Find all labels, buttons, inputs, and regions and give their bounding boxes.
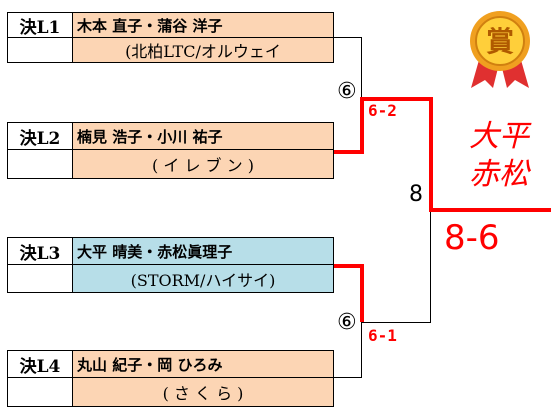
semi-score: 6-1 bbox=[368, 326, 397, 345]
player-names: 大平 晴美・赤松眞理子 bbox=[72, 237, 334, 265]
round-marker: ⑥ bbox=[337, 310, 357, 335]
award-medal-icon: 賞 bbox=[465, 8, 535, 90]
winner-path bbox=[360, 100, 364, 154]
empty-cell bbox=[7, 149, 73, 179]
winner-path bbox=[334, 150, 364, 154]
player-names: 木本 直子・蒲谷 洋子 bbox=[72, 12, 334, 38]
bracket-line bbox=[430, 210, 431, 323]
empty-cell bbox=[7, 264, 73, 293]
winner-path bbox=[334, 264, 364, 268]
match-id: 決L2 bbox=[7, 122, 73, 150]
empty-cell bbox=[7, 37, 73, 63]
winner-line-2: 赤松 bbox=[469, 157, 529, 192]
player-names: 丸山 紀子・岡 ひろみ bbox=[72, 350, 334, 378]
semi-score: 6-2 bbox=[368, 101, 397, 120]
award-label: 賞 bbox=[486, 25, 514, 58]
winner-path bbox=[429, 97, 433, 211]
empty-cell bbox=[7, 377, 73, 407]
winner-path bbox=[429, 208, 551, 212]
bracket-line bbox=[334, 377, 362, 378]
winner-path bbox=[360, 264, 364, 322]
club-name: ( さ く ら ) bbox=[72, 377, 334, 407]
round-marker: ⑥ bbox=[337, 79, 357, 104]
winner-name: 大平 赤松 bbox=[449, 118, 549, 194]
match-id: 決L3 bbox=[7, 237, 73, 265]
bracket-line bbox=[361, 322, 362, 378]
final-score: 8-6 bbox=[444, 218, 500, 258]
match-id: 決L4 bbox=[7, 350, 73, 378]
winner-line-1: 大平 bbox=[469, 119, 529, 154]
club-name: ( イ レ ブ ン ) bbox=[72, 149, 334, 179]
round-marker: 8 bbox=[409, 182, 423, 207]
match-id: 決L1 bbox=[7, 12, 73, 38]
club-name: (STORM/ハイサイ) bbox=[72, 264, 334, 293]
bracket-line bbox=[361, 322, 430, 323]
player-names: 楠見 浩子・小川 祐子 bbox=[72, 122, 334, 150]
bracket-line bbox=[361, 37, 362, 100]
club-name: (北柏LTC/オルウェイ bbox=[72, 37, 334, 63]
bracket-line bbox=[334, 37, 362, 38]
winner-path bbox=[360, 97, 433, 101]
